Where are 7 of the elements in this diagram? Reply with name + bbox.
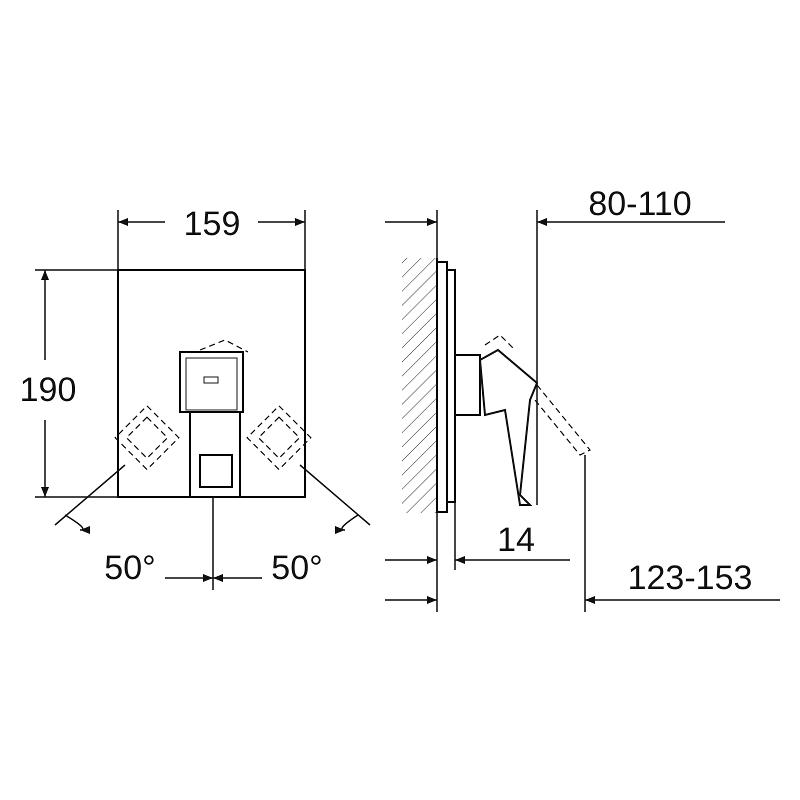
dimension-label: 123-153 [628,561,752,595]
dimension-label: 159 [184,207,240,241]
dimension-label: 80-110 [588,187,692,221]
dimension-label: 50° [104,551,156,585]
dimension-label: 190 [20,373,76,407]
dimension-label: 50° [271,551,323,585]
dimension-label: 14 [497,523,535,557]
